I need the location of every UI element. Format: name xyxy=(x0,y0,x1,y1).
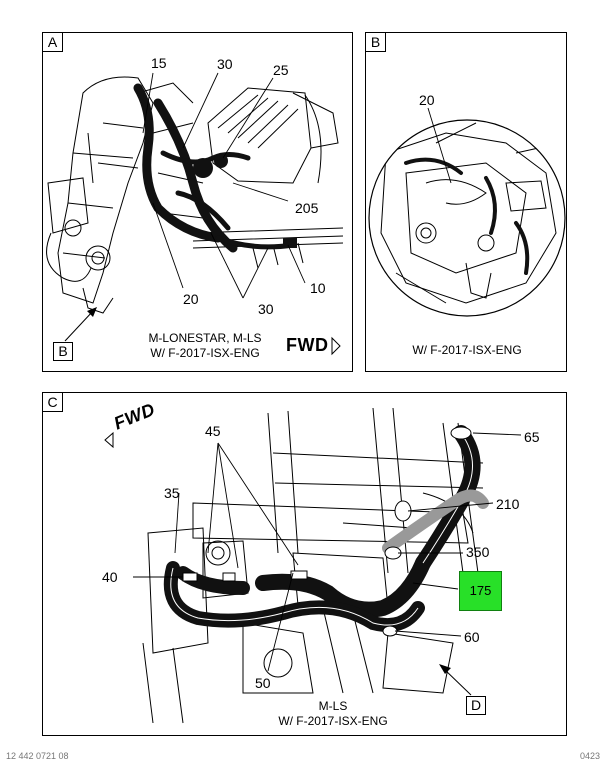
callout-40: 40 xyxy=(102,569,118,585)
callout-15: 15 xyxy=(151,55,167,71)
panel-tag-b: B xyxy=(366,33,386,52)
callout-20: 20 xyxy=(419,92,435,108)
callout-30-top: 30 xyxy=(217,56,233,72)
view-arrow-b xyxy=(64,307,97,342)
callout-210: 210 xyxy=(496,496,520,512)
callout-45: 45 xyxy=(205,423,221,439)
panel-c-caption-line1: M-LS xyxy=(318,699,348,713)
callout-205: 205 xyxy=(295,200,319,216)
footer-figure-code: 12 442 0721 08 xyxy=(6,751,69,761)
footer-page-code: 0423 xyxy=(580,751,601,761)
detail-view-illustration xyxy=(368,107,566,317)
panel-tag-c: C xyxy=(43,393,63,412)
callout-20: 20 xyxy=(183,291,199,307)
callout-30-bottom: 30 xyxy=(258,301,274,317)
hose-routing-illustration xyxy=(133,407,522,724)
panel-a: A xyxy=(42,32,353,372)
callout-60: 60 xyxy=(464,629,480,645)
fwd-arrow-icon xyxy=(104,431,114,449)
callout-350: 350 xyxy=(466,544,490,560)
callout-50: 50 xyxy=(255,675,271,691)
callout-25: 25 xyxy=(273,62,289,78)
callout-65: 65 xyxy=(524,429,540,445)
fwd-indicator: FWD xyxy=(286,335,329,355)
callout-10: 10 xyxy=(310,280,326,296)
engine-harness-illustration xyxy=(46,72,344,314)
panel-b: B 20 W/ F-2017-ISX-ENG xyxy=(365,32,567,372)
panel-c: C xyxy=(42,392,567,736)
panel-c-caption-line2: W/ F-2017-ISX-ENG xyxy=(278,714,388,728)
panel-b-caption: W/ F-2017-ISX-ENG xyxy=(412,343,522,357)
view-ref-box-d: D xyxy=(466,696,486,715)
highlight-callout-175[interactable]: 175 xyxy=(459,571,502,611)
panel-a-caption-line2: W/ F-2017-ISX-ENG xyxy=(150,346,260,360)
fwd-arrow-icon xyxy=(331,336,341,356)
view-ref-box-b: B xyxy=(53,342,73,361)
callout-35: 35 xyxy=(164,485,180,501)
panel-a-caption-line1: M-LONESTAR, M-LS xyxy=(148,331,262,345)
panel-tag-a: A xyxy=(43,33,63,52)
